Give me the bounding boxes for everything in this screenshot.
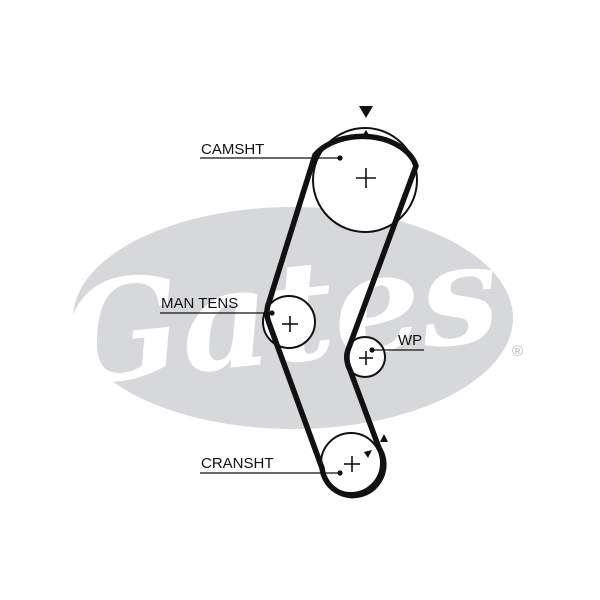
leader-lines xyxy=(160,155,424,476)
water-pump-leader-dot xyxy=(369,347,375,353)
camshaft-leader-dot xyxy=(337,155,343,161)
crankshaft-label: CRANSHT xyxy=(201,455,274,472)
timing-mark-top-triangle-down-icon xyxy=(359,106,373,118)
plus-icon xyxy=(282,316,298,332)
water-pump-label: WP xyxy=(398,332,422,349)
camshaft-label: CAMSHT xyxy=(201,141,264,158)
plus-icon xyxy=(344,456,360,472)
timing-belt xyxy=(264,133,419,499)
watermark-registered-mark: ® xyxy=(512,343,523,360)
timing-mark-cam-triangle-up-icon xyxy=(361,130,371,138)
timing-mark-crank-inner-triangle-icon xyxy=(364,450,372,458)
crankshaft-leader-dot xyxy=(337,470,343,476)
plus-icon xyxy=(356,168,376,188)
timing-mark-crank-triangle-up-icon xyxy=(380,434,388,442)
plus-icon xyxy=(359,351,373,365)
manual-tensioner-label: MAN TENS xyxy=(161,295,238,312)
tensioner-leader-dot xyxy=(269,310,275,316)
camshaft-pulley xyxy=(312,127,418,233)
